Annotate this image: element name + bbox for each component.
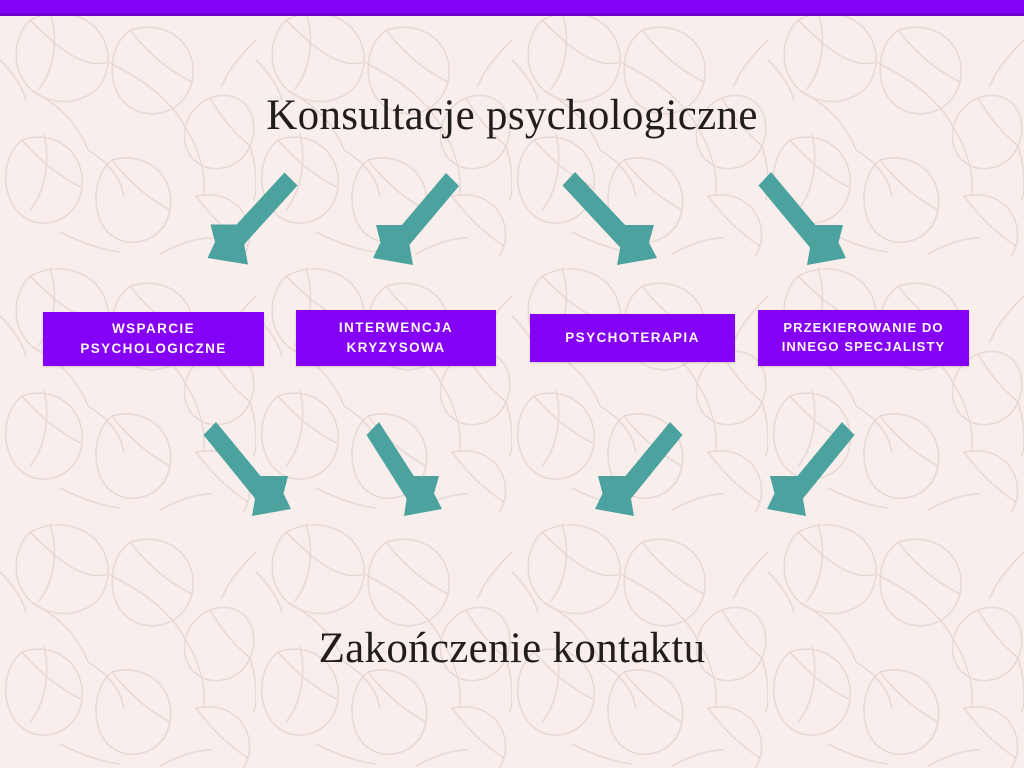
- option-box-1-line1: WSPARCIE: [112, 321, 195, 337]
- page-title-top: Konsultacje psychologiczne: [266, 92, 758, 139]
- top-accent-bar-shadow: [0, 13, 1024, 16]
- arrow-bottom-1: [203, 422, 291, 516]
- option-box-psychoterapia[interactable]: PSYCHOTERAPIA: [530, 314, 735, 362]
- arrow-top-1: [207, 172, 298, 265]
- option-box-1-line2: PSYCHOLOGICZNE: [80, 341, 227, 356]
- option-box-3-line1: PSYCHOTERAPIA: [565, 330, 700, 346]
- top-accent-bar: [0, 0, 1024, 13]
- option-box-4-line2: INNEGO SPECJALISTY: [781, 339, 946, 354]
- option-box-2-line2: KRYZYSOWA: [346, 340, 446, 355]
- page-title-bottom: Zakończenie kontaktu: [318, 625, 706, 672]
- arrow-top-2: [373, 173, 459, 265]
- option-box-przekierowanie-do-innego-specjalisty[interactable]: PRZEKIEROWANIE DO INNEGO SPECJALISTY: [758, 310, 969, 366]
- arrow-top-4: [758, 172, 846, 265]
- arrow-bottom-2: [366, 422, 442, 516]
- arrow-bottom-3: [595, 422, 683, 516]
- option-box-interwencja-kryzysowa[interactable]: INTERWENCJA KRYZYSOWA: [296, 310, 496, 366]
- option-box-4-line1: PRZEKIEROWANIE DO: [783, 320, 944, 336]
- option-box-2-line1: INTERWENCJA: [338, 320, 454, 336]
- option-box-wsparcie-psychologiczne[interactable]: WSPARCIE PSYCHOLOGICZNE: [43, 312, 264, 366]
- arrow-top-3: [562, 172, 657, 265]
- arrow-bottom-4: [767, 422, 855, 516]
